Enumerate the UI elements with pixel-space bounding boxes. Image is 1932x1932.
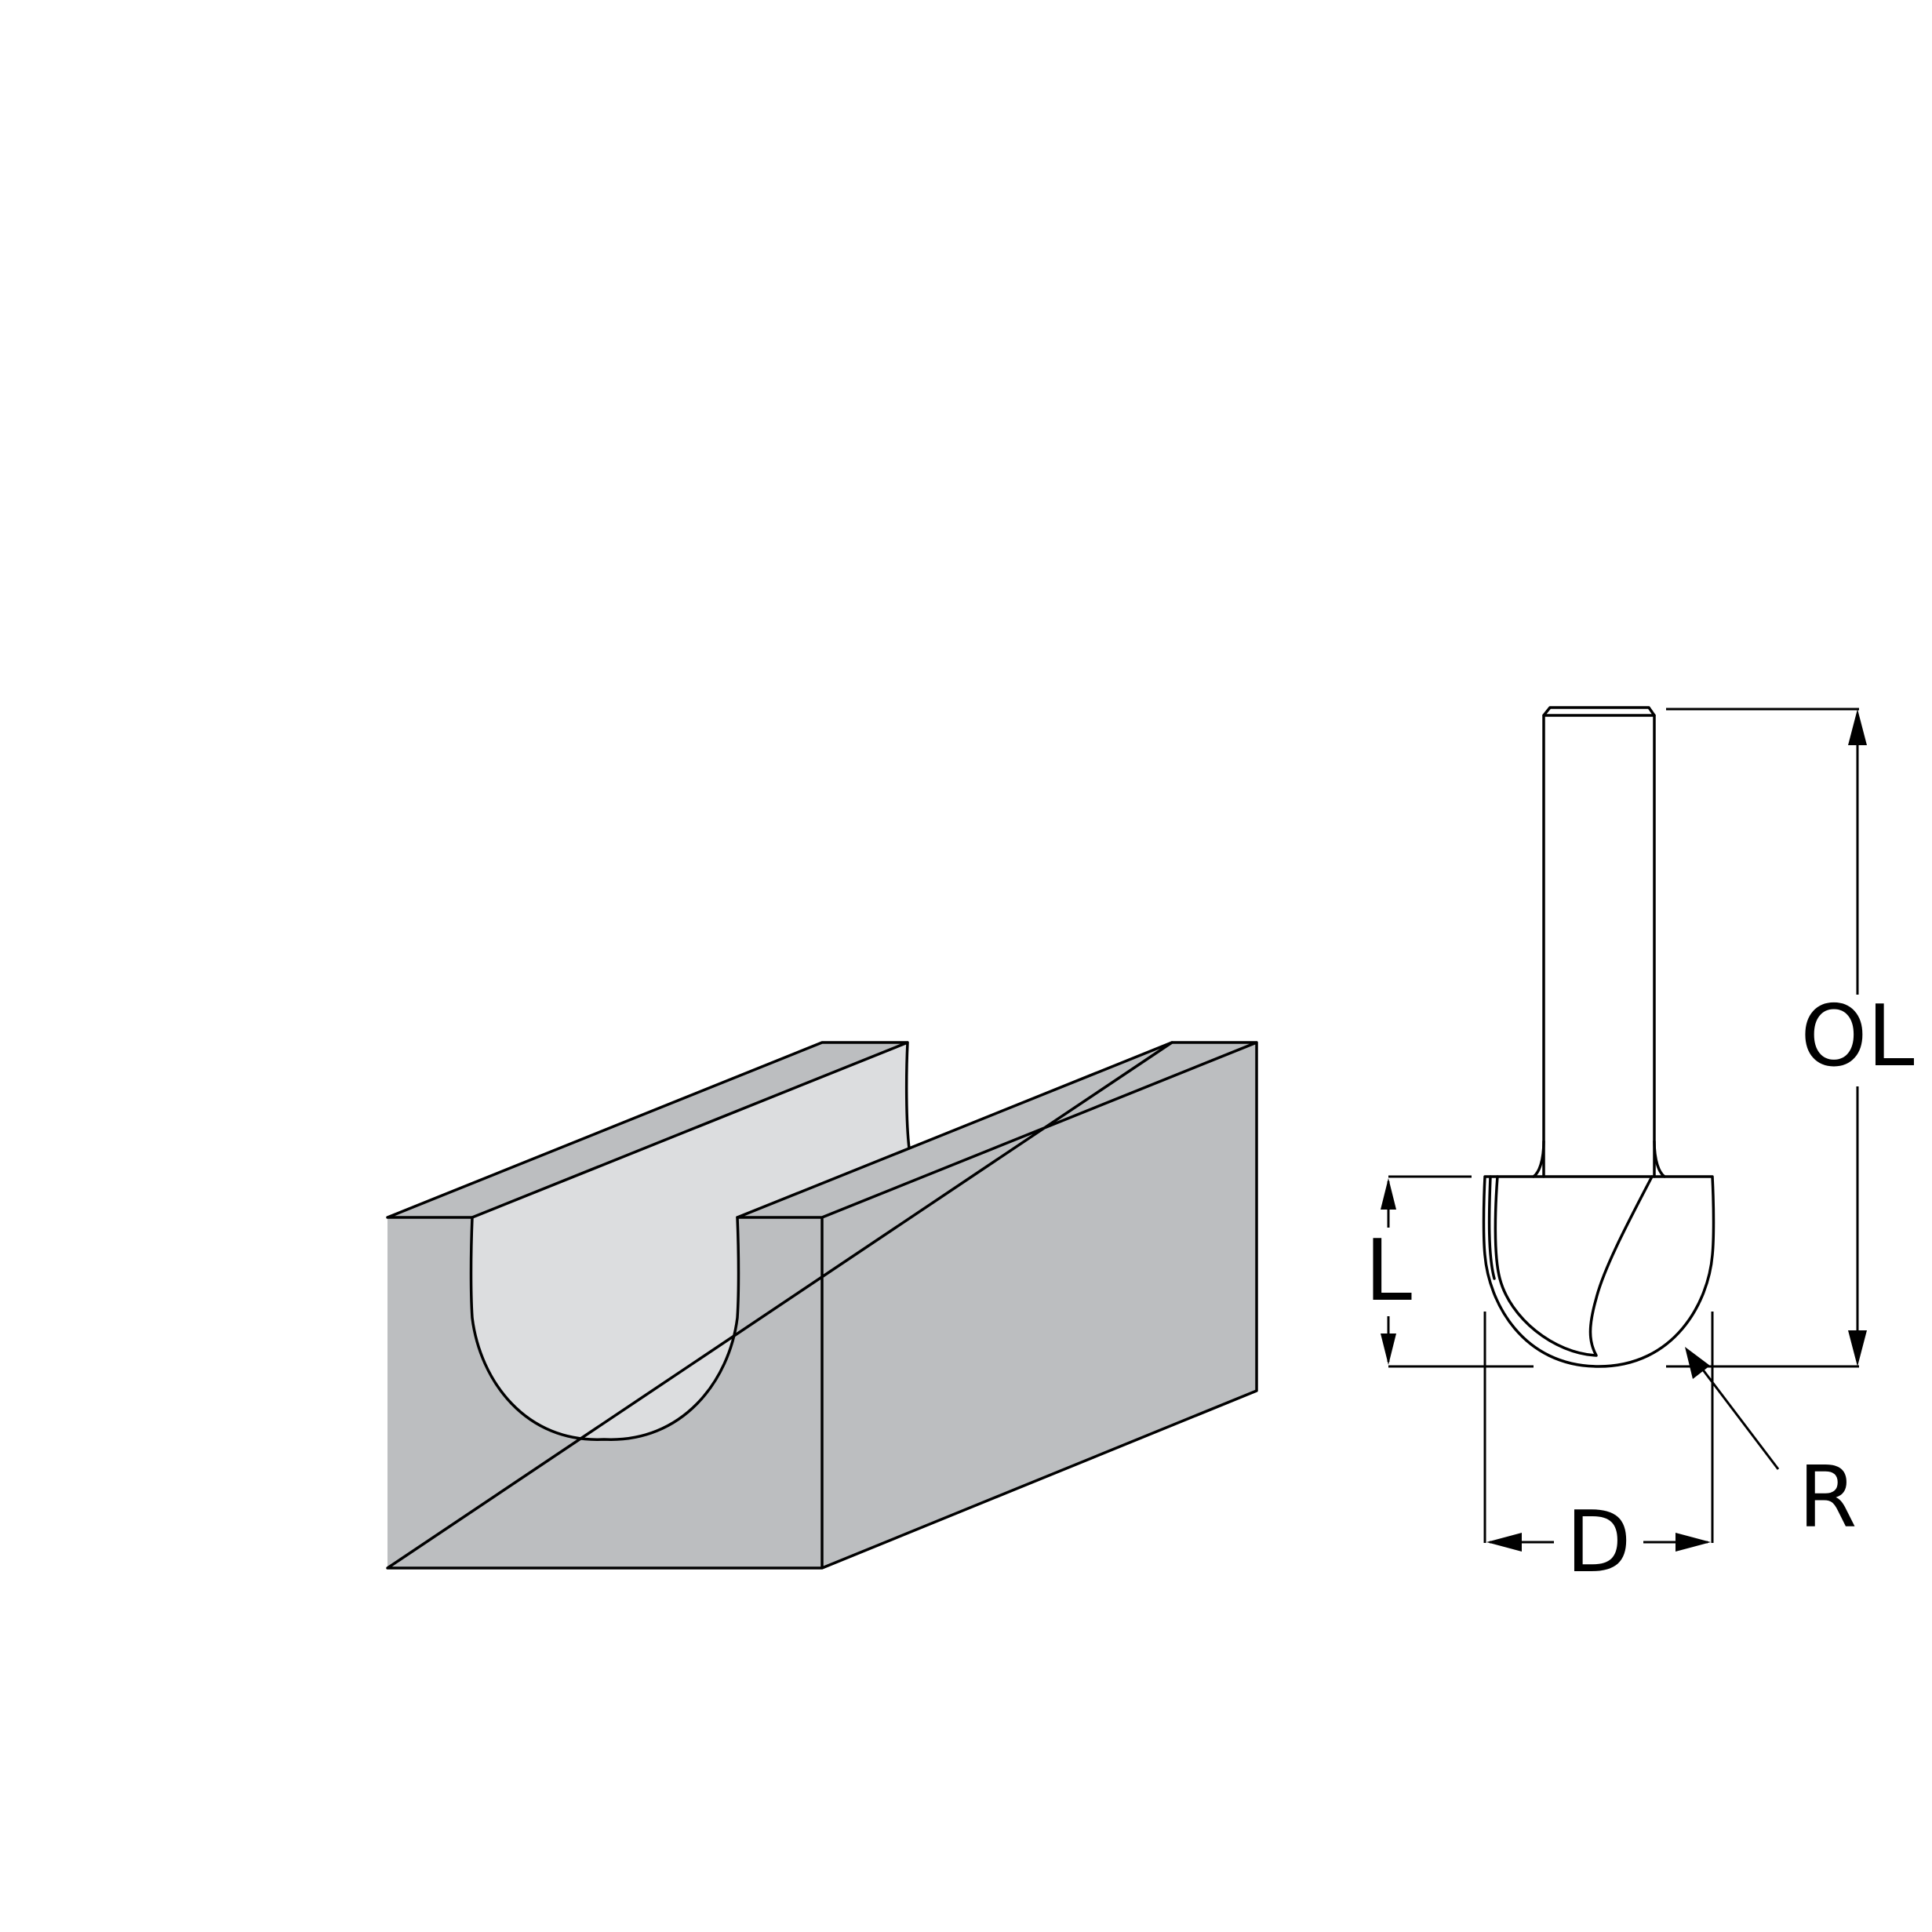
top-right-back-edge	[908, 1041, 1173, 1150]
shank-neck-fillets	[1532, 1140, 1666, 1178]
ol-arrow-up	[1848, 709, 1867, 745]
l-label: L	[1365, 1222, 1412, 1320]
block-front-face	[387, 1217, 822, 1568]
dimension-d: D	[1483, 1312, 1714, 1592]
l-arrow-down	[1381, 1333, 1396, 1365]
groove-profile	[469, 1216, 740, 1441]
d-arrow-right	[1675, 1533, 1711, 1552]
r-label: R	[1798, 1449, 1857, 1547]
bit-flute	[1494, 1175, 1654, 1357]
d-label: D	[1566, 1494, 1631, 1592]
bit-flute-edge	[1487, 1175, 1496, 1280]
bit-shank	[1542, 706, 1656, 1178]
groove-surface	[471, 1042, 909, 1440]
dimension-r: R	[1685, 1347, 1857, 1547]
bit-cutter-head	[1482, 1175, 1716, 1368]
router-bit	[1482, 706, 1716, 1368]
block-top-left-ledge	[387, 1042, 908, 1217]
dimension-l: L	[1365, 1175, 1534, 1368]
block-outline	[386, 1041, 1258, 1570]
l-arrow-up	[1381, 1178, 1396, 1210]
ol-arrow-down	[1848, 1330, 1867, 1366]
r-arrow	[1685, 1347, 1710, 1379]
workpiece-block	[386, 1041, 1258, 1570]
r-leader-line	[1701, 1368, 1780, 1470]
dimension-ol: OL	[1666, 708, 1915, 1368]
ol-label: OL	[1800, 988, 1914, 1086]
d-arrow-left	[1486, 1533, 1522, 1552]
block-top-right-ledge	[737, 1042, 1257, 1217]
